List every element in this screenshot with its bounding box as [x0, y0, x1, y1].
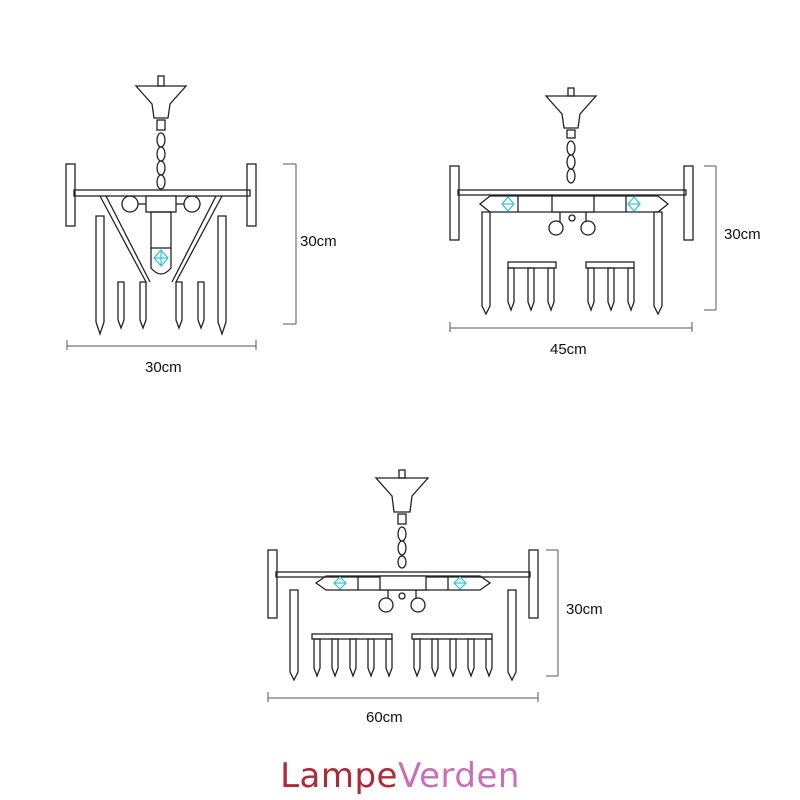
- chandelier-drawing-large: 30cm 60cm: [267, 469, 603, 726]
- width-dimension-large: [267, 692, 539, 702]
- brand-logo-part1: Lampe: [280, 756, 398, 796]
- brand-logo-part2: Verden: [397, 756, 520, 796]
- height-label-large: 30cm: [566, 601, 603, 618]
- width-dimension-medium: [449, 322, 693, 332]
- height-dimension-large: [546, 549, 559, 677]
- width-label-small: 30cm: [145, 359, 182, 376]
- height-label-small: 30cm: [300, 233, 337, 250]
- height-label-medium: 30cm: [724, 226, 761, 243]
- chandelier-drawing-medium: 30cm 45cm: [449, 87, 761, 358]
- width-dimension-small: [66, 340, 257, 350]
- chandelier-drawing-small: 30cm 30cm: [65, 75, 337, 376]
- width-label-medium: 45cm: [550, 341, 587, 358]
- width-label-large: 60cm: [366, 709, 403, 726]
- height-dimension-small: [283, 163, 297, 325]
- brand-logo: LampeVerden: [0, 756, 800, 796]
- height-dimension-medium: [704, 165, 717, 311]
